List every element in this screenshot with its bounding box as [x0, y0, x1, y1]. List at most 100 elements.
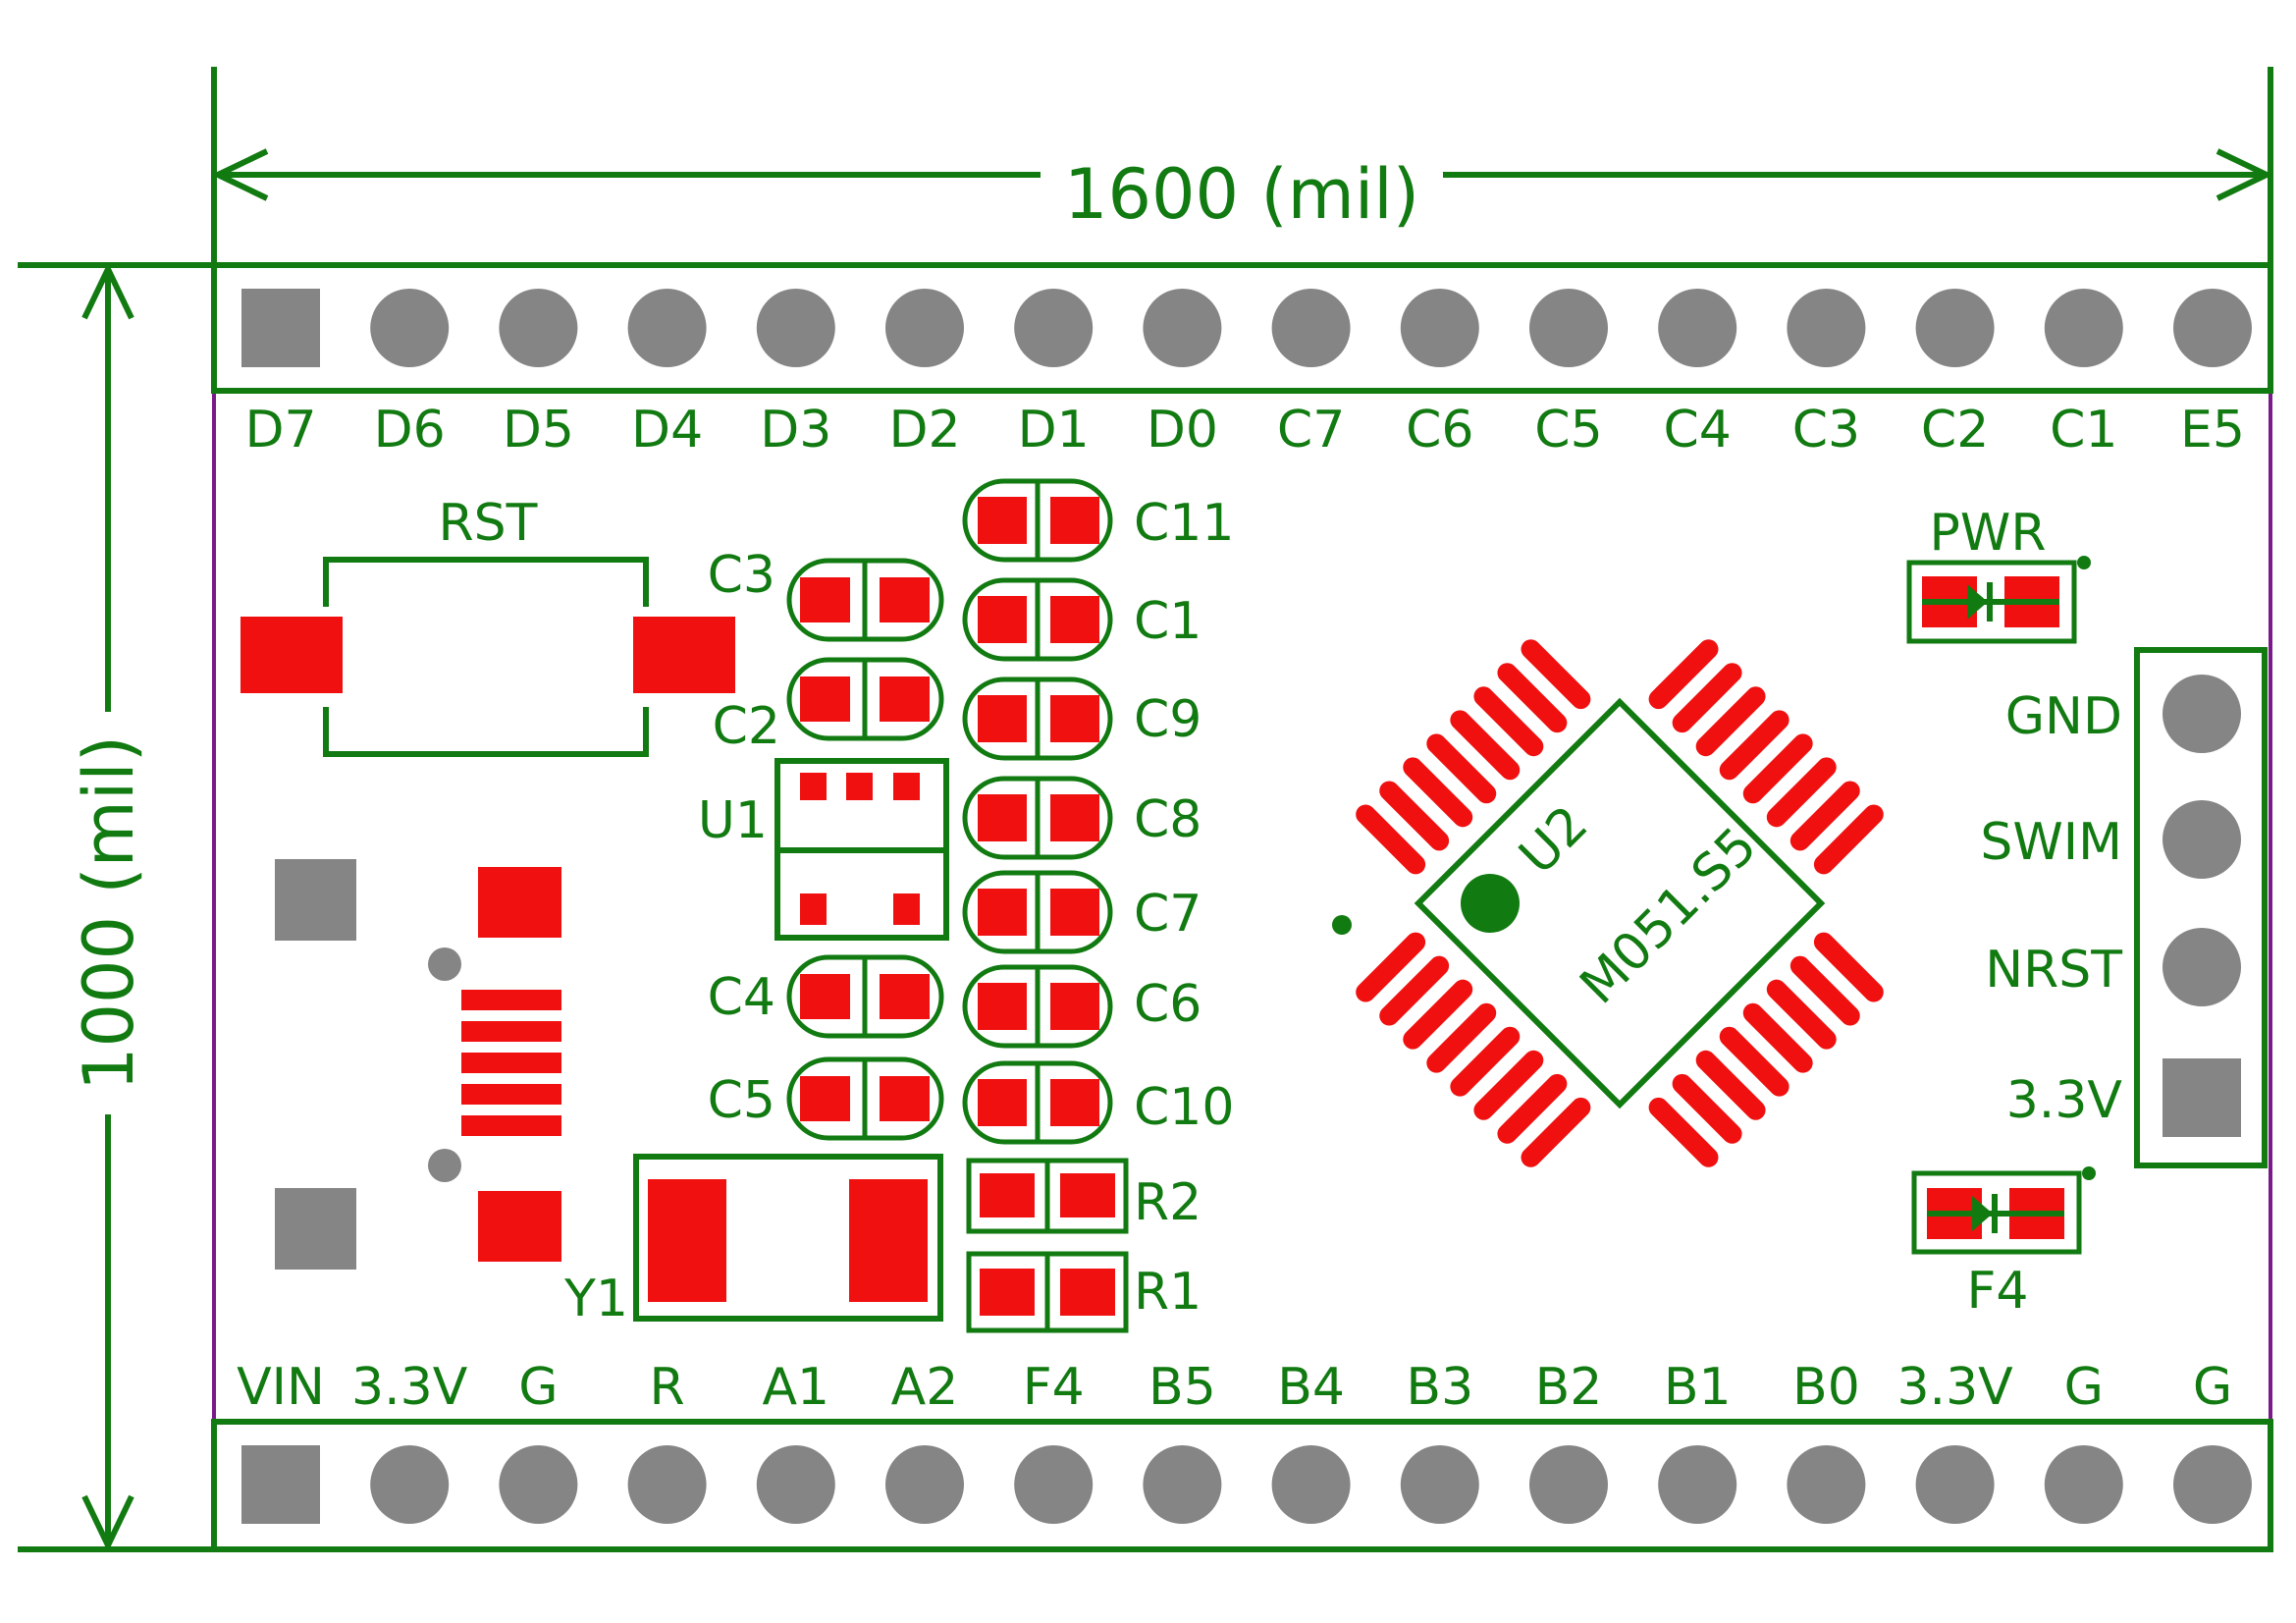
capacitor-c2: C2	[713, 657, 944, 756]
header-pin-label: A2	[891, 1358, 959, 1417]
header-pin-label: D2	[888, 401, 960, 460]
height-dimension-label: 1000 (mil)	[69, 735, 149, 1091]
header-pin-label: D0	[1147, 401, 1218, 460]
led-pwr-label: PWR	[1930, 504, 2047, 563]
capacitor-c6-label: C6	[1134, 975, 1201, 1034]
header-pin	[885, 1445, 964, 1524]
capacitor-c3: C3	[708, 546, 944, 642]
header-pin	[1400, 289, 1479, 367]
mcu-pin	[1742, 733, 1813, 804]
mcu-pin	[1450, 1026, 1521, 1097]
header-pin	[1014, 289, 1094, 367]
mcu-pin	[1648, 639, 1719, 710]
header-pin-label: B1	[1664, 1358, 1732, 1417]
header-pin	[627, 289, 707, 367]
mcu-pin	[1379, 955, 1450, 1026]
usb-connector	[275, 859, 561, 1270]
header-pin	[370, 289, 450, 367]
header-pin	[1658, 289, 1737, 367]
header-pin-label: D4	[631, 401, 703, 460]
header-pin-label: R	[650, 1358, 685, 1417]
usb-signal-pad	[461, 990, 561, 1010]
header-pin	[1915, 1445, 1995, 1524]
header-pin	[1529, 1445, 1608, 1524]
mcu-pin	[1813, 932, 1884, 1002]
usb-locator-hole-bottom	[428, 1149, 461, 1182]
header-pin	[756, 289, 835, 367]
header-pin-label: G	[518, 1358, 558, 1417]
mcu-pin	[1742, 1002, 1813, 1073]
header-pin	[627, 1445, 707, 1524]
width-dimension-label: 1600 (mil)	[1064, 154, 1419, 235]
header-pin-label: 3.3V	[1896, 1358, 2013, 1417]
header-pin-square	[241, 1445, 320, 1524]
mcu-pin	[1695, 686, 1766, 757]
header-pin	[370, 1445, 450, 1524]
top-header-outline	[211, 262, 2273, 394]
header-pin	[1014, 1445, 1094, 1524]
usb-signal-pad	[461, 1021, 561, 1042]
swim-pin-square	[2163, 1058, 2241, 1137]
swim-pin	[2163, 675, 2241, 753]
capacitor-c8-label: C8	[1134, 790, 1201, 849]
capacitor-c11-label: C11	[1134, 494, 1234, 553]
capacitor-c3-label: C3	[708, 546, 775, 605]
mcu-pin	[1719, 710, 1789, 781]
capacitor-c7-label: C7	[1134, 885, 1201, 944]
header-pin	[1787, 289, 1866, 367]
header-pin	[1271, 289, 1351, 367]
capacitor-c4: C4	[708, 954, 944, 1039]
reset-button: RST	[240, 494, 735, 757]
header-pin	[2044, 289, 2123, 367]
usb-signal-pad	[461, 1053, 561, 1073]
usb-shield-pad-bottom	[478, 1191, 561, 1262]
resistor-r2: R2	[966, 1158, 1201, 1234]
header-pin-label: C3	[1792, 401, 1860, 460]
led-f4: F4	[1911, 1166, 2096, 1321]
bottom-header-pins	[241, 1445, 2252, 1524]
capacitor-c7: C7	[962, 870, 1201, 954]
mcu-pin	[1813, 804, 1884, 875]
header-pin-label: D3	[760, 401, 831, 460]
mcu-pin	[1521, 1097, 1591, 1167]
capacitor-c4-label: C4	[708, 968, 775, 1027]
capacitor-c9: C9	[962, 676, 1201, 761]
header-pin-label: D1	[1018, 401, 1090, 460]
mcu-u2: U2 M051.S5	[1332, 639, 1884, 1167]
mcu-u2-body-outline	[1414, 697, 1826, 1109]
header-pin-label: B3	[1406, 1358, 1473, 1417]
mcu-pin	[1789, 955, 1860, 1026]
bottom-header-outline	[211, 1419, 2273, 1552]
mcu-pin	[1356, 932, 1426, 1002]
mcu-pin	[1695, 1050, 1766, 1120]
capacitor-c1: C1	[962, 577, 1201, 662]
header-pin	[499, 1445, 578, 1524]
height-dimension: 1000 (mil)	[18, 262, 214, 1552]
header-pin-label: C2	[1921, 401, 1989, 460]
width-dimension: 1600 (mil)	[211, 67, 2273, 391]
header-pin-label: C4	[1663, 401, 1731, 460]
header-pin	[1143, 289, 1222, 367]
mcu-pin	[1719, 1026, 1789, 1097]
header-pin	[756, 1445, 835, 1524]
header-pin-label: C7	[1277, 401, 1345, 460]
capacitor-c10: C10	[962, 1060, 1234, 1145]
header-pin-label: B4	[1277, 1358, 1345, 1417]
top-header-pins	[241, 289, 2252, 367]
mcu-pin	[1356, 804, 1426, 875]
mcu-pin	[1672, 663, 1742, 733]
capacitor-c9-label: C9	[1134, 690, 1201, 749]
led-pwr: PWR	[1906, 504, 2091, 644]
header-pin-label: C6	[1406, 401, 1473, 460]
crystal-y1: Y1	[563, 1154, 943, 1328]
header-pin-label: F4	[1023, 1358, 1085, 1417]
capacitor-c8: C8	[962, 776, 1201, 860]
capacitor-c5: C5	[708, 1056, 944, 1141]
mcu-pin	[1497, 1073, 1568, 1144]
led-f4-label: F4	[1967, 1262, 2029, 1321]
swim-pin	[2163, 800, 2241, 879]
